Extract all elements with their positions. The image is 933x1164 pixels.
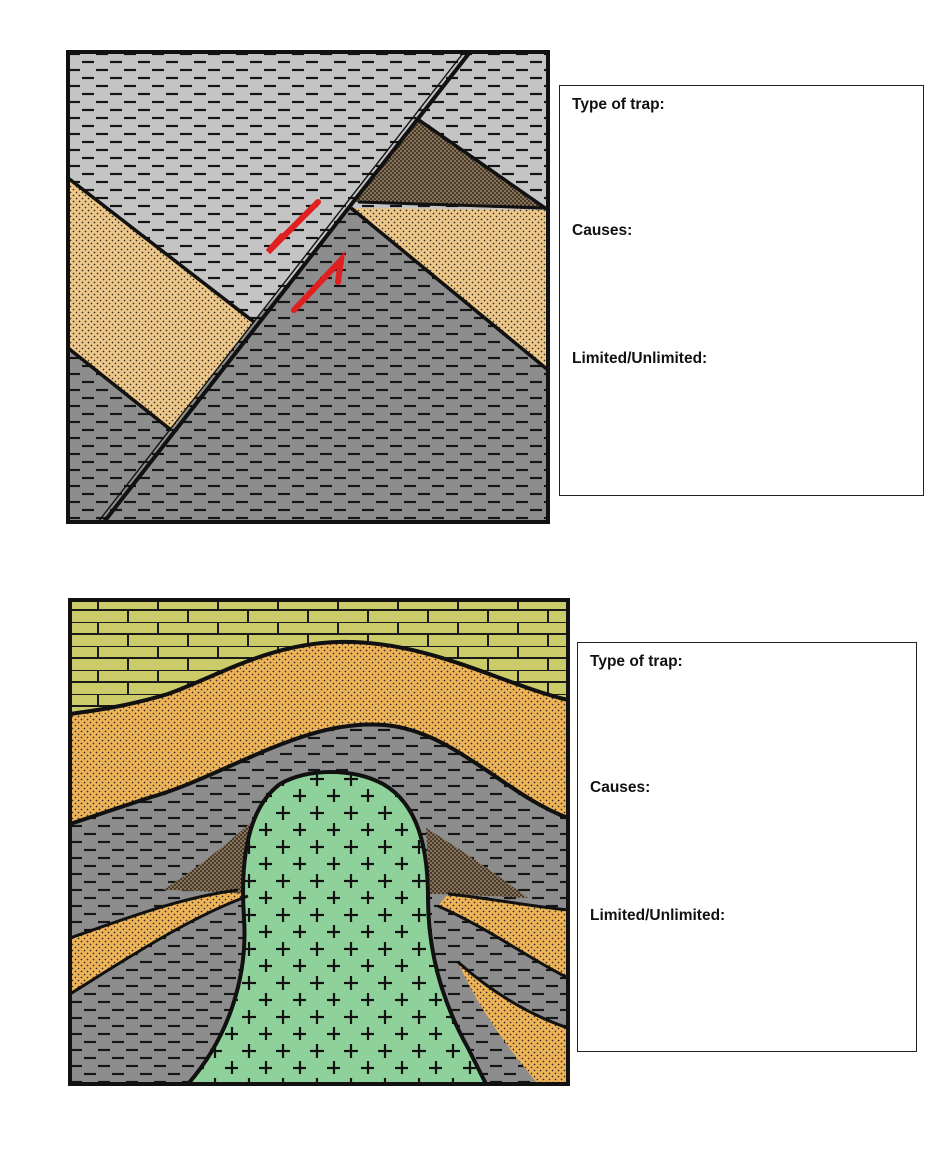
salt-dome-trap-diagram	[68, 598, 570, 1086]
right-lower-shale-pattern	[104, 208, 548, 522]
answer-box-fault-trap: Type of trap: Causes: Limited/Unlimited:	[559, 85, 924, 496]
oil-accumulation-pattern	[356, 118, 548, 210]
salt-dome-outline	[186, 770, 488, 1086]
left-lower-shale-pattern	[68, 348, 171, 522]
bedding-contact-line	[414, 116, 550, 212]
oil-left-flank-pattern	[163, 816, 258, 894]
bedding-contact-line	[349, 206, 550, 372]
layer-contact-line	[447, 892, 569, 912]
causes-label: Causes:	[572, 222, 633, 239]
fault-line-edge	[97, 51, 465, 523]
red-half-arrow-icon	[265, 199, 321, 255]
red-half-arrow-icon	[291, 251, 346, 313]
limestone-brick-pattern	[70, 600, 568, 714]
upper-sand-pattern	[70, 641, 568, 824]
left-lower-sand-pattern	[70, 890, 248, 994]
layer-contact-line	[69, 722, 569, 826]
right-lower-sand-pattern	[438, 894, 568, 978]
type-of-trap-label: Type of trap:	[590, 653, 683, 670]
fault-trap-diagram	[66, 50, 550, 524]
diagram-frame	[68, 598, 570, 1086]
layer-contact-line	[456, 960, 569, 1030]
salt-plus-pattern	[188, 772, 486, 1084]
diagram-frame	[66, 50, 550, 524]
bedding-contact-line	[66, 346, 173, 432]
fault-line	[102, 50, 472, 524]
right-sand-wedge-pattern	[458, 962, 568, 1084]
type-of-trap-label: Type of trap:	[572, 96, 665, 113]
limited-unlimited-label: Limited/Unlimited:	[572, 350, 708, 367]
layer-contact-line	[437, 904, 569, 980]
bedding-contact-line	[66, 176, 256, 324]
causes-label: Causes:	[590, 779, 651, 796]
limited-unlimited-label: Limited/Unlimited:	[590, 907, 726, 924]
layer-contact-line	[69, 888, 239, 940]
oil-water-contact-line	[357, 200, 549, 210]
layer-contact-line	[69, 639, 569, 716]
oil-right-flank-pattern	[426, 828, 528, 898]
answer-box-salt-dome-trap: Type of trap: Causes: Limited/Unlimited:	[577, 642, 917, 1052]
left-sandstone-pattern	[68, 178, 254, 430]
layer-contact-line	[69, 894, 249, 996]
